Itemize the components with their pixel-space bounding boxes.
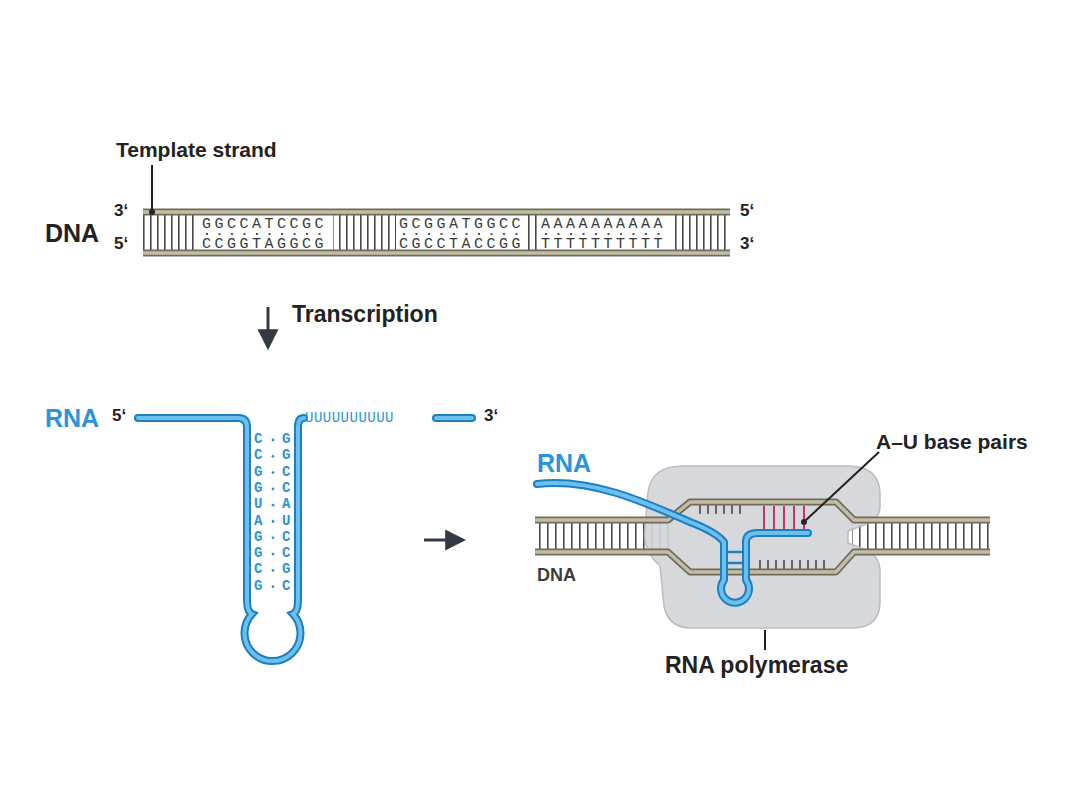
stem-pair-dots <box>272 439 275 588</box>
pair-dot <box>272 439 275 442</box>
leader-line <box>764 630 766 650</box>
base-letter: G <box>282 432 290 447</box>
dna-rungs <box>143 215 730 251</box>
end-label: 5‘ <box>740 201 754 221</box>
callout-label: RNA polymerase <box>665 652 848 678</box>
sequence-text: TTTTTTTTTT <box>541 237 666 252</box>
end-label: 3‘ <box>740 234 754 254</box>
sequence-text: CGCCTACCGG <box>399 237 524 252</box>
base-letter: U <box>254 497 262 512</box>
sequence-text: GCGGATGGCC <box>399 217 524 232</box>
rna-transcript <box>537 483 808 603</box>
pair-dot <box>272 504 275 507</box>
dna-backbone <box>143 212 730 253</box>
base-letter: A <box>282 497 290 512</box>
end-label: 5‘ <box>112 406 126 426</box>
base-letter: C <box>282 546 290 561</box>
step-label: Transcription <box>292 301 438 327</box>
molecule-label: DNA <box>537 565 576 586</box>
leader-dot <box>149 209 155 215</box>
a-u-pairs <box>764 506 804 530</box>
rna-polymerase-body <box>645 466 880 628</box>
base-letter: A <box>254 514 262 529</box>
base-letter: G <box>254 579 262 594</box>
end-label: 3‘ <box>114 201 128 221</box>
base-letter: C <box>282 579 290 594</box>
base-letter: G <box>282 562 290 577</box>
pairing-dots <box>206 233 669 235</box>
pair-dot <box>272 585 275 588</box>
base-letter: C <box>282 530 290 545</box>
base-letter: G <box>254 481 262 496</box>
sequence-text: AAAAAAAAAA <box>541 217 666 232</box>
dna-rungs <box>852 522 990 550</box>
rna-hairpin <box>138 418 472 661</box>
strand-label: Template strand <box>116 138 277 162</box>
base-letter: G <box>254 465 262 480</box>
base-letter: G <box>254 546 262 561</box>
pair-dot <box>272 569 275 572</box>
pair-dot <box>272 471 275 474</box>
base-letter: C <box>254 432 262 447</box>
sequence-text: GGCCATCCGC <box>202 217 327 232</box>
base-letter: U <box>282 514 290 529</box>
base-letter: C <box>254 562 262 577</box>
base-letter: G <box>254 530 262 545</box>
sequence-text: CCGGTAGGCG <box>202 237 327 252</box>
pair-dot <box>272 553 275 556</box>
callout-label: A–U base pairs <box>876 430 1028 454</box>
leader-line <box>151 165 153 210</box>
base-letter: C <box>282 481 290 496</box>
transcription-arrow <box>267 307 270 346</box>
molecule-label: DNA <box>45 219 99 248</box>
end-label: 3‘ <box>484 406 498 426</box>
leader-line <box>806 452 879 520</box>
pair-dot <box>272 520 275 523</box>
sequence-text: UUUUUUUUUU <box>305 411 394 426</box>
molecule-label: RNA <box>45 404 99 433</box>
pair-dot <box>272 488 275 491</box>
leader-dot <box>801 519 807 525</box>
molecule-label: RNA <box>537 449 591 478</box>
base-letter: G <box>282 448 290 463</box>
end-label: 5‘ <box>114 234 128 254</box>
step-arrow <box>424 539 462 542</box>
pair-dot <box>272 536 275 539</box>
pair-dot <box>272 455 275 458</box>
base-letter: C <box>282 465 290 480</box>
base-letter: C <box>254 448 262 463</box>
